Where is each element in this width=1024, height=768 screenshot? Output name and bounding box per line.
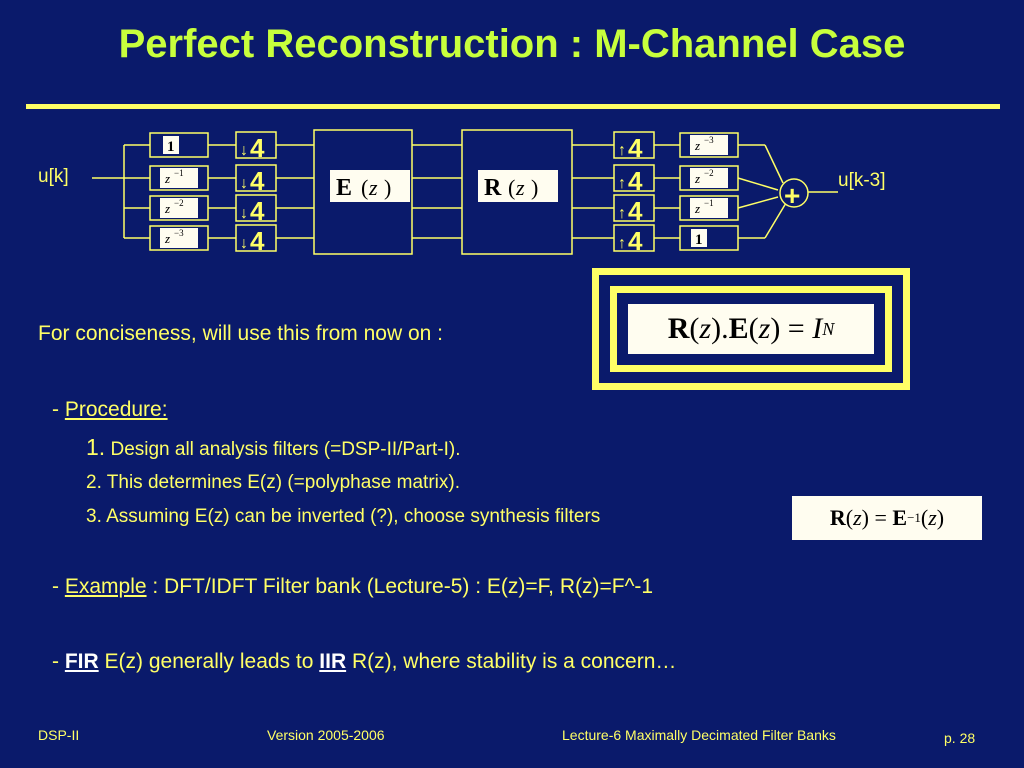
svg-text:↑: ↑ xyxy=(618,235,626,252)
svg-text:4: 4 xyxy=(250,196,265,226)
svg-text:4: 4 xyxy=(250,133,265,163)
svg-text:z: z xyxy=(694,138,700,153)
svg-text:z: z xyxy=(164,201,170,216)
conciseness-text: For conciseness, will use this from now … xyxy=(38,322,443,345)
svg-text:): ) xyxy=(531,175,538,200)
slide-title: Perfect Reconstruction : M-Channel Case xyxy=(118,22,906,66)
svg-text:−1: −1 xyxy=(704,198,714,208)
svg-text:(: ( xyxy=(508,175,515,200)
filter-bank-diagram: E ( z ) R ( z ) 1 z −1 z −2 z −3 ↓ 4 ↓ 4… xyxy=(38,129,886,256)
title-divider xyxy=(26,104,1000,109)
adder-symbol: + xyxy=(784,180,800,211)
svg-text:↓: ↓ xyxy=(240,205,248,222)
adder-node xyxy=(779,178,809,208)
svg-text:z: z xyxy=(164,231,170,246)
input-delay-blocks: 1 z −1 z −2 z −3 xyxy=(149,132,209,251)
svg-text:): ) xyxy=(384,175,391,200)
analysis-matrix-label: E xyxy=(336,175,352,201)
svg-text:4: 4 xyxy=(628,166,643,196)
svg-text:4: 4 xyxy=(628,196,643,226)
svg-text:4: 4 xyxy=(628,133,643,163)
svg-text:↑: ↑ xyxy=(618,205,626,222)
svg-text:↓: ↓ xyxy=(240,142,248,159)
output-delay-blocks: z −3 z −2 z −1 1 xyxy=(679,132,739,251)
synthesis-equation: R(z) = E−1(z) xyxy=(792,496,982,540)
svg-text:↓: ↓ xyxy=(240,235,248,252)
svg-text:4: 4 xyxy=(250,226,265,256)
svg-text:z: z xyxy=(515,175,525,200)
svg-text:↑: ↑ xyxy=(618,142,626,159)
example-line: - Example : DFT/IDFT Filter bank (Lectur… xyxy=(52,575,654,598)
svg-text:z: z xyxy=(164,171,170,186)
procedure-step-2: 2. This determines E(z) (=polyphase matr… xyxy=(86,472,460,493)
procedure-heading: - Procedure: xyxy=(52,398,168,421)
svg-text:z: z xyxy=(694,201,700,216)
synthesis-matrix-label: R xyxy=(484,175,502,201)
svg-text:−3: −3 xyxy=(174,228,184,238)
procedure-step-1: 1. Design all analysis filters (=DSP-II/… xyxy=(86,434,461,460)
fir-iir-line: - FIR E(z) generally leads to IIR R(z), … xyxy=(52,650,677,673)
svg-text:−1: −1 xyxy=(174,168,184,178)
svg-text:z: z xyxy=(694,171,700,186)
input-label: u[k] xyxy=(38,166,69,187)
svg-text:↑: ↑ xyxy=(618,175,626,192)
svg-text:(: ( xyxy=(361,175,368,200)
output-label: u[k-3] xyxy=(838,170,886,191)
svg-text:1: 1 xyxy=(695,232,703,248)
svg-text:−3: −3 xyxy=(704,135,714,145)
downsamplers: ↓ 4 ↓ 4 ↓ 4 ↓ 4 xyxy=(235,131,277,256)
footer-version: Version 2005-2006 xyxy=(267,727,385,743)
svg-text:−2: −2 xyxy=(174,198,184,208)
footer-page-number: p. 28 xyxy=(944,730,976,746)
footer-lecture: Lecture-6 Maximally Decimated Filter Ban… xyxy=(562,727,836,743)
footer-course: DSP-II xyxy=(38,727,80,743)
svg-text:1: 1 xyxy=(167,139,175,155)
procedure-step-3: 3. Assuming E(z) can be inverted (?), ch… xyxy=(86,506,601,527)
svg-text:↓: ↓ xyxy=(240,175,248,192)
svg-text:z: z xyxy=(368,175,378,200)
svg-text:4: 4 xyxy=(250,166,265,196)
svg-text:−2: −2 xyxy=(704,168,714,178)
svg-text:4: 4 xyxy=(628,226,643,256)
upsamplers: ↑ 4 ↑ 4 ↑ 4 ↑ 4 xyxy=(613,131,655,256)
